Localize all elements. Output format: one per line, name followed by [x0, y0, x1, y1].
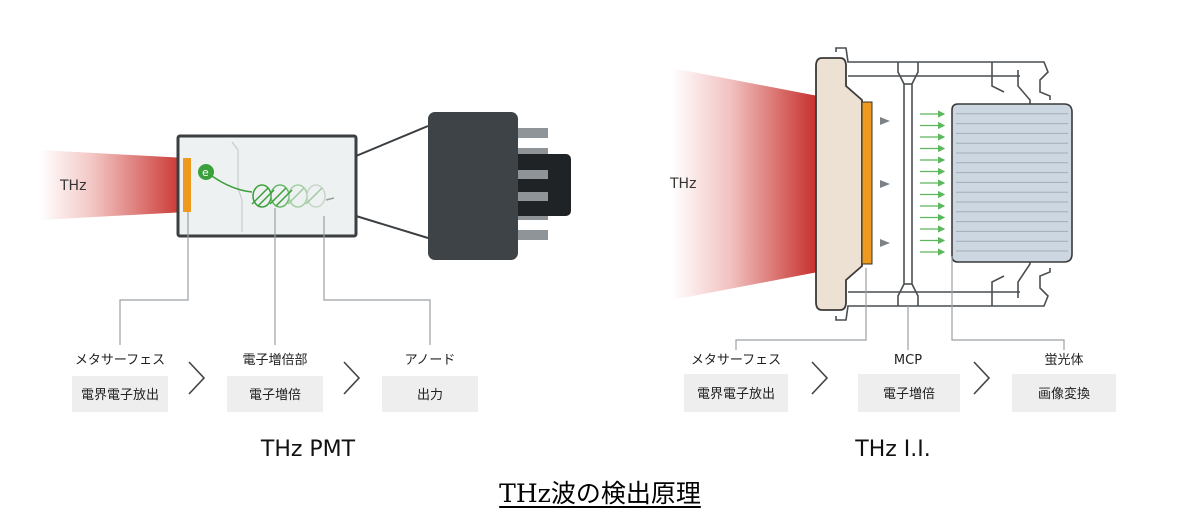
ii-step1-text: 電界電子放出 — [697, 387, 775, 402]
pmt-step1-header: メタサーフェス — [75, 353, 165, 368]
ii-leaders — [735, 256, 1065, 350]
ii-phosphor-screen — [951, 103, 1073, 263]
pmt-thz-beam — [40, 150, 186, 220]
ii-phosphor-lines — [956, 113, 1068, 252]
pmt-step2-text: 電子増倍 — [249, 388, 301, 403]
ii-step2-header: MCP — [894, 353, 922, 368]
electron-path — [211, 175, 253, 193]
pmt-step3-box — [382, 376, 478, 412]
pmt-step3-header: アノード — [405, 353, 456, 368]
ii-primary-arrows — [880, 117, 890, 247]
chevron-right-icon — [811, 361, 829, 395]
ii-step2-text: 電子増倍 — [883, 387, 935, 402]
ii-step1-box — [684, 374, 788, 412]
chevron-right-icon — [188, 361, 206, 395]
electron-label: e — [202, 166, 209, 179]
ii-diagram: THz — [669, 47, 1116, 462]
pmt-step1-box — [72, 376, 168, 412]
ii-thz-label: THz — [669, 176, 696, 192]
ii-thz-beam — [672, 68, 818, 300]
pmt-metasurface — [183, 158, 191, 212]
pmt-diagram: THz e — [40, 112, 571, 462]
dynode-chain — [251, 184, 335, 208]
figure-caption: THz波の検出原理 — [0, 474, 1200, 510]
pmt-step2-header: 電子増倍部 — [242, 353, 307, 368]
ii-title: THz I.I. — [854, 437, 931, 462]
ii-step2-box — [858, 374, 960, 412]
pmt-step2-box — [227, 376, 323, 412]
pmt-title: THz PMT — [260, 437, 356, 462]
ii-step3-text: 画像変換 — [1038, 386, 1090, 402]
mcp-plates — [897, 62, 919, 306]
ii-multiplied-electron-arrows — [920, 110, 946, 256]
chevron-right-icon — [973, 361, 991, 395]
chevron-right-icon — [343, 361, 361, 395]
pmt-thz-label: THz — [59, 178, 86, 194]
caption-text: THz波の検出原理 — [499, 479, 701, 508]
pmt-step1-text: 電界電子放出 — [81, 388, 159, 403]
pmt-step3-text: 出力 — [417, 388, 443, 403]
ii-metasurface — [861, 101, 873, 265]
electron-icon — [198, 164, 214, 180]
ii-step3-header: 蛍光体 — [1044, 353, 1083, 368]
ii-input-window — [815, 57, 863, 311]
pmt-leaders — [119, 208, 431, 345]
pmt-module — [428, 112, 571, 260]
ii-step1-header: メタサーフェス — [691, 353, 781, 368]
pmt-internal-wall — [231, 141, 243, 232]
ii-step3-box — [1012, 374, 1116, 412]
